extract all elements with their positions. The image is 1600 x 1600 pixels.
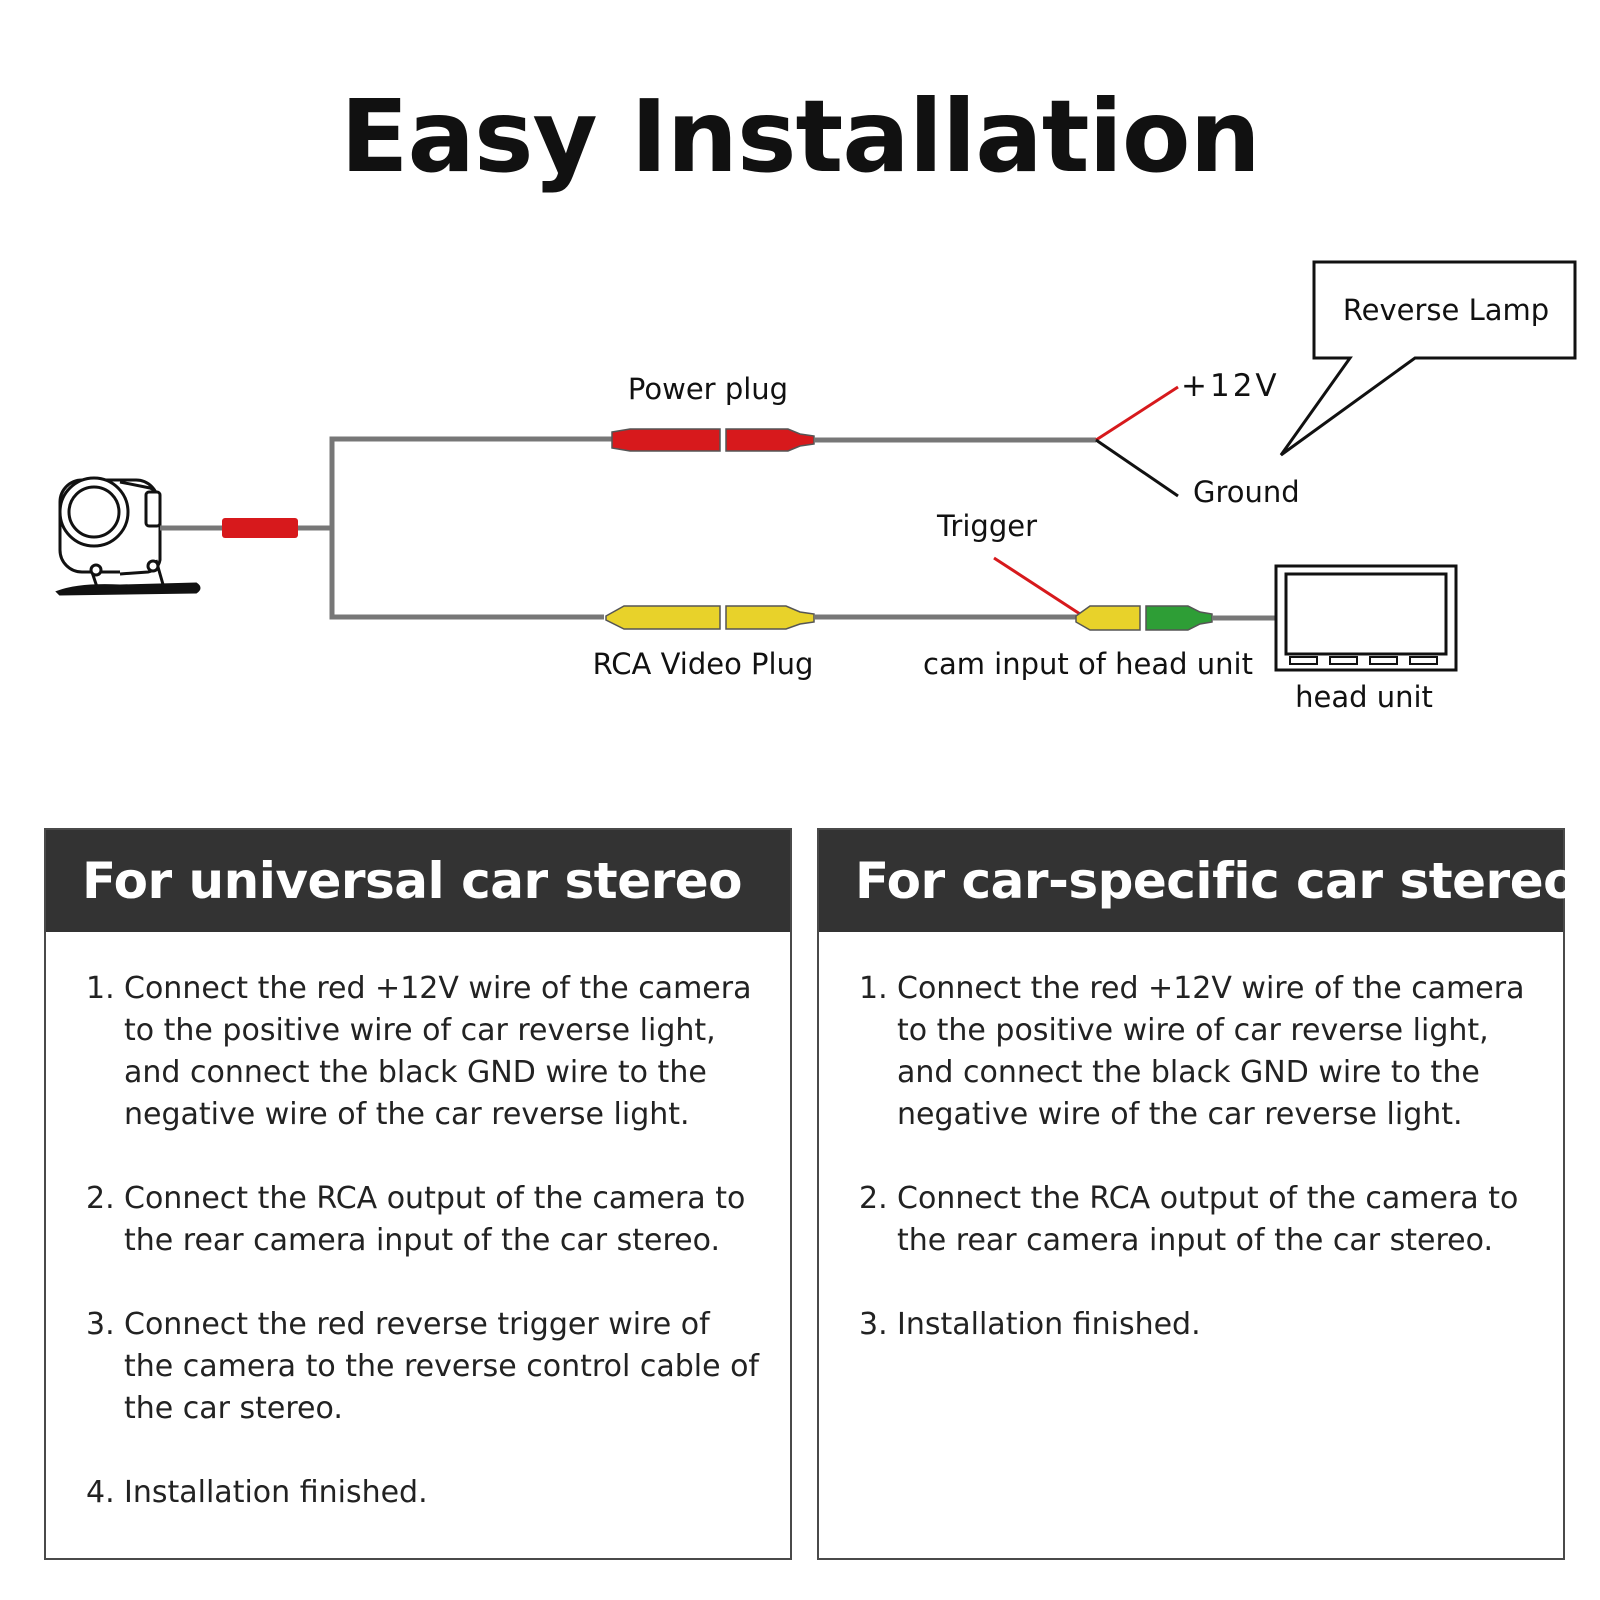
power-plug-label: Power plug (628, 372, 788, 406)
trigger-label: Trigger (936, 509, 1037, 543)
panel-heading: For universal car stereo (46, 830, 790, 932)
step-text: Installation finished. (124, 1475, 428, 1510)
steps-list: 1. Connect the red +12V wire of the camer… (819, 932, 1563, 1346)
step-number: 3. (859, 1307, 888, 1342)
rear-camera-icon (55, 476, 201, 596)
inline-connector-red (222, 518, 298, 538)
ground-label: Ground (1193, 475, 1300, 509)
list-item: 4. Installation finished. (86, 1472, 760, 1514)
rca-video-plug-connector (605, 605, 815, 630)
list-item: 3. Installation finished. (859, 1304, 1533, 1346)
trigger-wire (993, 556, 1081, 616)
step-number: 1. (859, 971, 888, 1006)
step-number: 2. (859, 1181, 888, 1216)
power-cable (329, 436, 612, 528)
page-title: Easy Installation (340, 78, 1261, 195)
reverse-lamp-label: Reverse Lamp (1343, 293, 1549, 327)
list-item: 1. Connect the red +12V wire of the camer… (86, 968, 760, 1136)
car-specific-stereo-panel: For car-specific car stereo 1. Connect th… (817, 828, 1577, 1560)
list-item: 2. Connect the RCA output of the camera t… (86, 1178, 760, 1262)
head-unit-icon (1274, 564, 1458, 672)
ground-wire (1095, 438, 1179, 498)
list-item: 3. Connect the red reverse trigger wire o… (86, 1304, 760, 1430)
plus12v-wire (1095, 385, 1179, 442)
list-item: 1. Connect the red +12V wire of the camer… (859, 968, 1533, 1136)
universal-stereo-panel: For universal car stereo 1. Connect the r… (44, 828, 792, 1560)
video-cable (329, 528, 604, 620)
step-number: 4. (86, 1475, 115, 1510)
step-text: Connect the RCA output of the camera to … (124, 1181, 746, 1258)
step-number: 2. (86, 1181, 115, 1216)
rca-video-plug-label: RCA Video Plug (593, 647, 814, 681)
head-unit-label: head unit (1295, 680, 1433, 714)
power-plug-connector (611, 428, 815, 452)
step-number: 1. (86, 971, 115, 1006)
step-text: Connect the red +12V wire of the camera … (124, 971, 752, 1132)
panel-heading: For car-specific car stereo (819, 830, 1577, 932)
step-text: Connect the red +12V wire of the camera … (897, 971, 1525, 1132)
cam-input-label: cam input of head unit (923, 647, 1253, 681)
cam-input-connector (1075, 605, 1213, 631)
steps-list: 1. Connect the red +12V wire of the camer… (46, 932, 790, 1514)
step-text: Connect the RCA output of the camera to … (897, 1181, 1519, 1258)
list-item: 2. Connect the RCA output of the camera t… (859, 1178, 1533, 1262)
wiring-diagram: Power plug +12V Ground Reverse Lamp RCA … (55, 260, 1577, 714)
step-text: Installation finished. (897, 1307, 1201, 1342)
step-text: Connect the red reverse trigger wire of … (124, 1307, 759, 1426)
step-number: 3. (86, 1307, 115, 1342)
reverse-lamp-callout (1279, 260, 1577, 457)
plus12v-label: +12V (1181, 368, 1280, 404)
